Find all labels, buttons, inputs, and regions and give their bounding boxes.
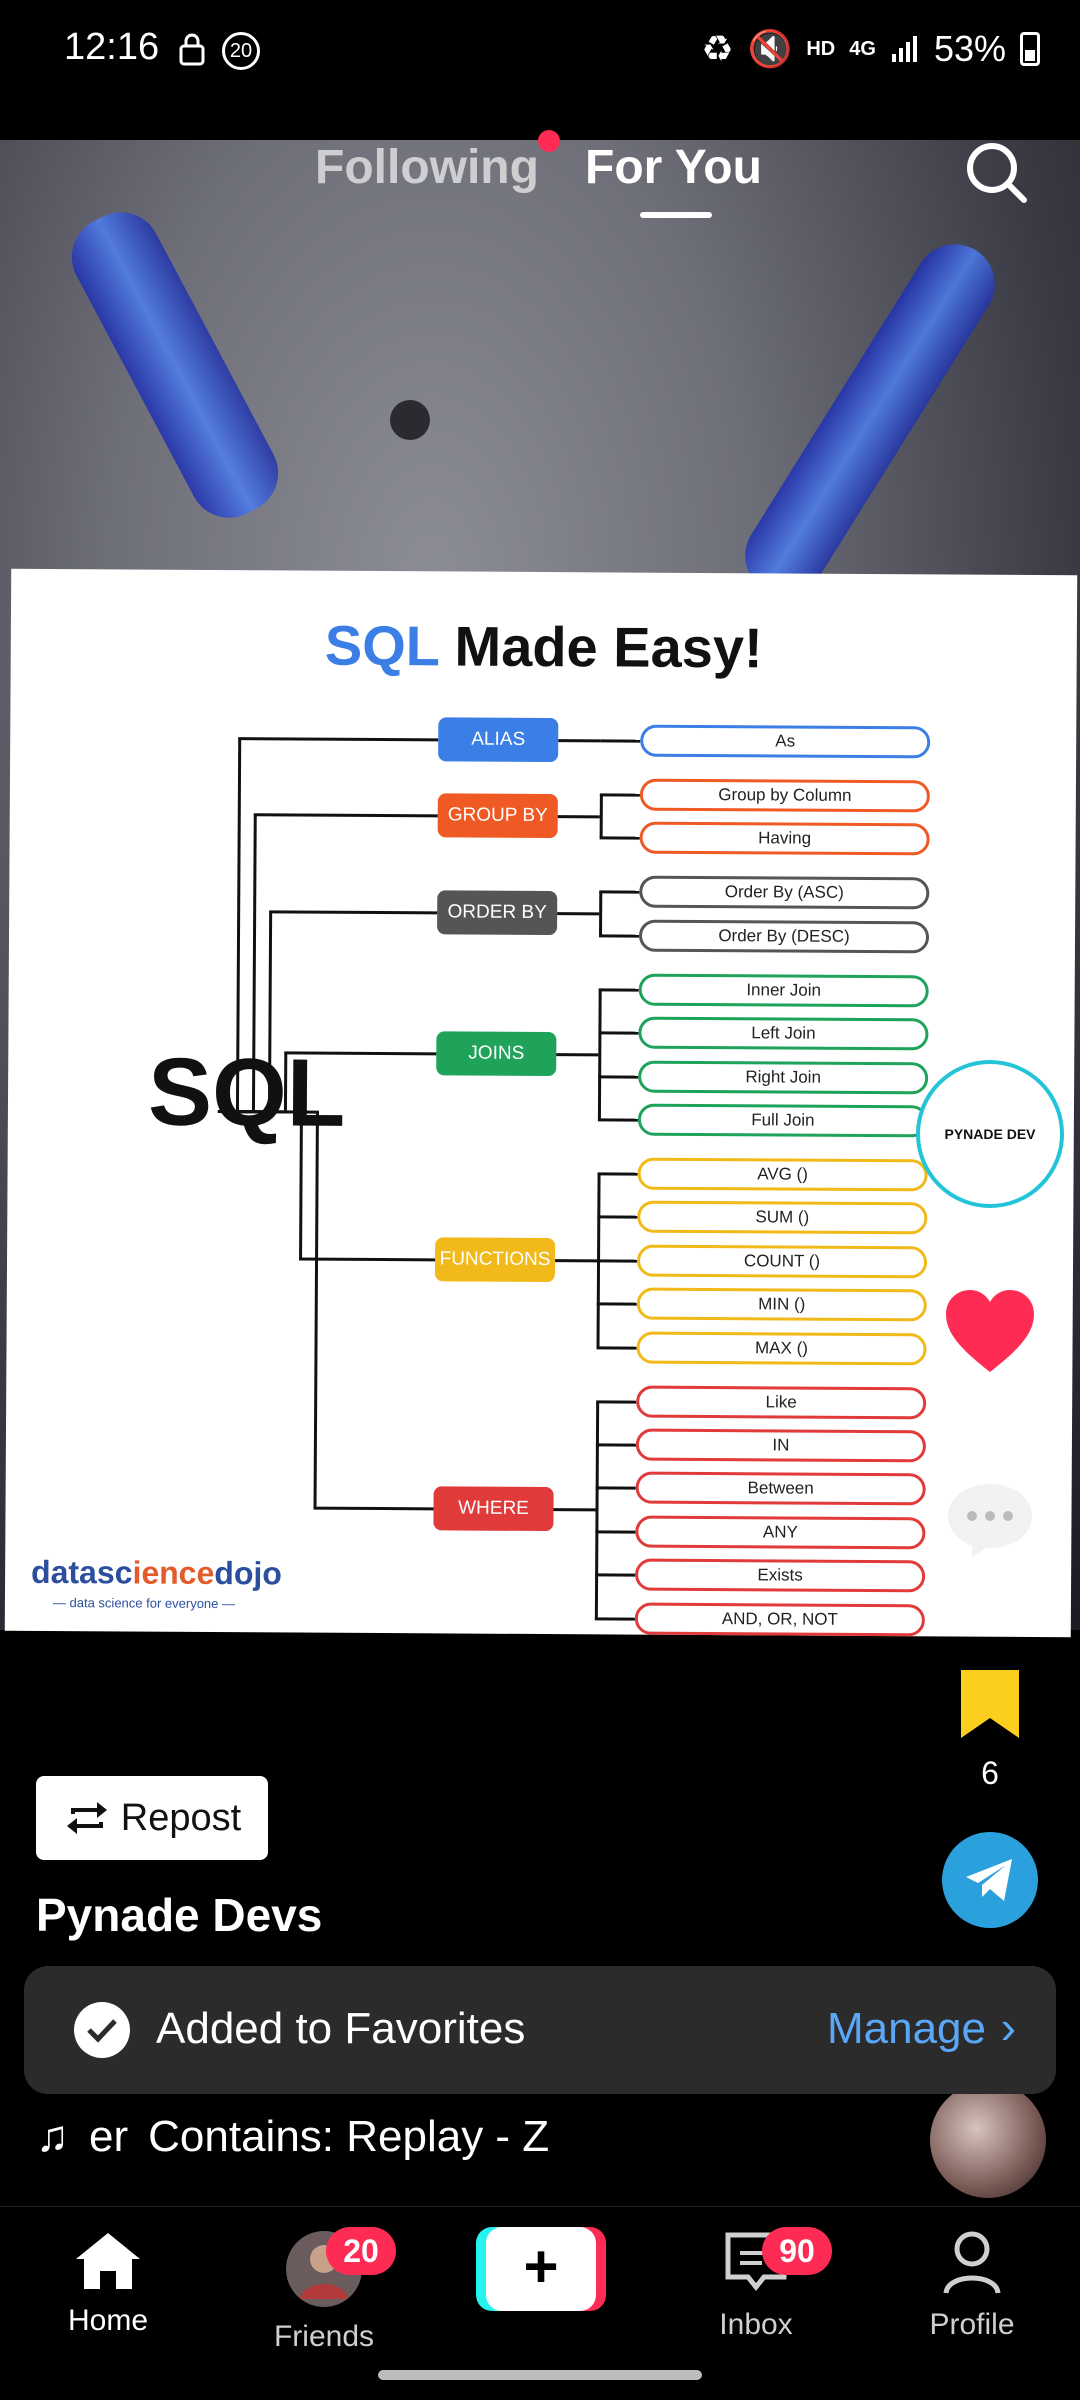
top-tabs: Following For You [0, 130, 1080, 240]
brand-tagline: — data science for everyone — [52, 1595, 236, 1612]
comment-count: 0 [981, 1573, 999, 1609]
tab-following[interactable]: Following [315, 141, 539, 194]
bottom-nav: Home 20 Friends + 90 Inbox Profile [0, 2206, 1080, 2400]
battery-percent: 53% [933, 28, 1006, 69]
nav-friends-label: Friends [273, 2320, 375, 2353]
inbox-badge: 90 [762, 2227, 832, 2275]
brand-logo: datasciencedojo [31, 1553, 282, 1592]
lte-label: 4G [849, 37, 876, 60]
nav-home-label: Home [67, 2304, 149, 2337]
sql-leaf-item: ANY [635, 1515, 926, 1550]
active-tab-indicator [640, 212, 712, 218]
heart-icon [946, 1290, 1034, 1372]
profile-icon [943, 2231, 1001, 2294]
like-count: 14 [972, 1389, 1008, 1425]
sql-leaf-item: Left Join [638, 1016, 929, 1051]
sql-leaf-item: Exists [635, 1558, 926, 1593]
following-notification-dot [538, 130, 560, 152]
sql-leaf-item: Order By (ASC) [639, 875, 930, 910]
sql-leaf-item: AVG () [637, 1157, 928, 1192]
toast-message: Added to Favorites [156, 2004, 526, 2053]
notification-count-icon: 20 [222, 32, 260, 70]
sql-category: JOINS [436, 1031, 557, 1076]
sql-category: GROUP BY [437, 793, 558, 838]
friends-badge: 20 [326, 2227, 396, 2275]
sql-category: WHERE [433, 1486, 554, 1532]
sql-leaf-item: MIN () [636, 1287, 927, 1322]
home-icon [76, 2233, 140, 2289]
hd-label: HD [806, 37, 836, 60]
creator-avatar[interactable]: PYNADE DEV [916, 1060, 1064, 1208]
repost-icon [66, 1802, 107, 1834]
chevron-right-icon: › [1000, 2001, 1016, 2053]
lock-icon [179, 33, 205, 66]
status-right: ♻ 🔇 HD 4G 53% [701, 28, 1040, 70]
favorite-count: 6 [981, 1755, 999, 1791]
battery-icon [1020, 32, 1040, 66]
home-indicator [378, 2370, 702, 2380]
create-button[interactable]: + [476, 2227, 606, 2311]
nav-profile[interactable]: Profile [892, 2229, 1052, 2342]
author-name[interactable]: Pynade Devs [36, 1889, 323, 1941]
repost-label: Repost [120, 1796, 242, 1839]
comment-button[interactable]: 0 [930, 1480, 1050, 1610]
sql-category: ORDER BY [437, 890, 558, 936]
music-disc[interactable] [930, 2082, 1046, 2198]
ceiling-lamp [390, 400, 430, 440]
favorites-toast: Added to Favorites Manage › [24, 1966, 1056, 2094]
plus-icon: + [486, 2227, 596, 2311]
sql-leaf-item: COUNT () [636, 1244, 928, 1279]
music-row[interactable]: ♫ er Contains: Replay - Z [36, 2112, 549, 2162]
sql-leaf-item: MAX () [636, 1331, 927, 1365]
sql-leaf-item: Group by Column [639, 778, 930, 813]
favorite-button[interactable]: 6 [930, 1666, 1050, 1792]
signal-icon [891, 36, 917, 62]
creator-avatar-text: PYNADE DEV [944, 1126, 1036, 1142]
repost-button[interactable]: Repost [36, 1776, 268, 1860]
status-time: 12:16 [64, 26, 160, 68]
bookmark-icon [961, 1670, 1019, 1738]
music-title: Contains: Replay - Z [148, 2112, 550, 2161]
mute-icon: 🔇 [747, 28, 793, 69]
sql-category: ALIAS [438, 717, 559, 763]
sql-leaf-item: Full Join [637, 1103, 928, 1138]
check-icon [74, 2002, 130, 2058]
nav-home[interactable]: Home [28, 2229, 188, 2338]
nav-inbox[interactable]: 90 Inbox [676, 2227, 836, 2342]
comment-icon [948, 1484, 1032, 1558]
manage-link[interactable]: Manage [826, 2004, 986, 2053]
nav-profile-label: Profile [929, 2308, 1015, 2341]
sql-leaf-item: AND, OR, NOT [634, 1602, 925, 1636]
sql-leaf-item: Right Join [638, 1060, 929, 1094]
share-button[interactable] [930, 1832, 1050, 1928]
telegram-share-icon [942, 1832, 1038, 1928]
music-prefix: er [89, 2112, 129, 2161]
sql-leaf-item: Order By (DESC) [638, 919, 930, 954]
search-icon[interactable] [960, 136, 1032, 208]
sql-leaf-item: Inner Join [638, 973, 929, 1008]
music-note-icon: ♫ [36, 2112, 69, 2161]
tab-for-you[interactable]: For You [585, 141, 762, 194]
sql-leaf-item: Between [635, 1471, 926, 1506]
sql-category: FUNCTIONS [434, 1237, 556, 1282]
infographic-title: SQL Made Easy! [324, 613, 763, 680]
like-button[interactable]: 14 [930, 1288, 1050, 1426]
battery-saver-icon: ♻ [701, 28, 734, 69]
nav-friends[interactable]: 20 Friends [244, 2227, 404, 2354]
sql-leaf-item: IN [635, 1428, 927, 1463]
sql-leaf-item: As [640, 724, 931, 759]
status-bar: 12:16 20 ♻ 🔇 HD 4G 53% [0, 0, 1080, 100]
sql-leaf-item: SUM () [637, 1200, 928, 1235]
sql-leaf-item: Having [639, 821, 930, 856]
nav-inbox-label: Inbox [719, 2308, 793, 2341]
sql-leaf-item: Like [636, 1385, 927, 1419]
